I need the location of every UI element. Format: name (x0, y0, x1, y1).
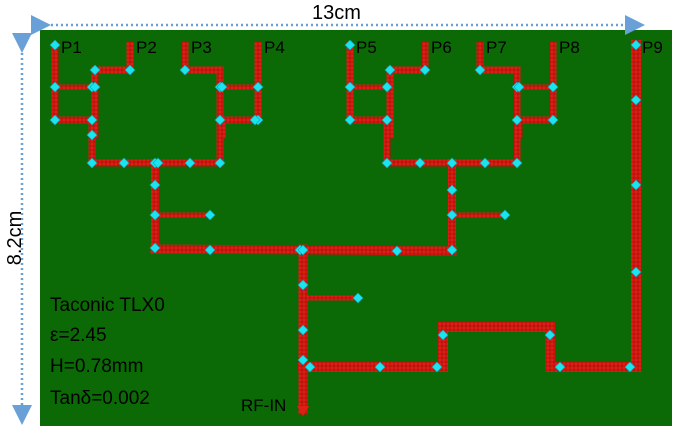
via-marker (630, 94, 642, 106)
port-label-p6: P6 (431, 38, 452, 57)
via-marker (297, 279, 309, 291)
via-marker (118, 157, 130, 169)
via-marker (437, 329, 449, 341)
via-marker (214, 157, 226, 169)
via-marker (446, 157, 458, 169)
port-label-p4: P4 (264, 38, 285, 57)
via-marker (381, 81, 393, 93)
trace-p6 (386, 41, 429, 139)
substrate-permittivity: ε=2.45 (50, 325, 107, 346)
via-marker (384, 64, 396, 76)
via-marker (431, 361, 443, 373)
port-label-p8: P8 (559, 38, 580, 57)
rf-in-label: RF-IN (241, 396, 287, 415)
height-dimension-label: 8.2cm (4, 210, 27, 266)
via-marker (149, 209, 161, 221)
via-marker (149, 179, 161, 191)
trace-p7 (476, 41, 521, 139)
trace-p2 (91, 41, 134, 139)
substrate-thickness: H=0.78mm (50, 356, 144, 377)
via-marker (419, 64, 431, 76)
via-marker (297, 354, 309, 366)
via-marker (49, 81, 61, 93)
via-marker (499, 209, 511, 221)
via-marker (204, 209, 216, 221)
port-label-p5: P5 (356, 38, 377, 57)
via-marker (513, 81, 525, 93)
via-marker (216, 81, 228, 93)
via-marker (381, 114, 393, 126)
via-marker (381, 157, 393, 169)
via-marker (630, 39, 642, 51)
via-marker (86, 114, 98, 126)
via-marker (630, 179, 642, 191)
via-marker (124, 64, 136, 76)
width-dimension-label: 13cm (312, 2, 361, 24)
via-marker (374, 361, 386, 373)
via-marker (554, 361, 566, 373)
via-marker (446, 244, 458, 256)
via-marker (252, 81, 264, 93)
trace-p3 (181, 41, 224, 139)
via-marker (149, 242, 161, 254)
via-marker (511, 157, 523, 169)
via-marker (152, 157, 164, 169)
via-marker (214, 114, 226, 126)
via-markers (49, 39, 642, 373)
port-label-p3: P3 (191, 38, 212, 57)
substrate-board (40, 30, 672, 426)
via-marker (184, 157, 196, 169)
via-marker (624, 361, 636, 373)
via-marker (474, 64, 486, 76)
via-marker (49, 114, 61, 126)
via-marker (297, 324, 309, 336)
via-marker (547, 81, 559, 93)
via-marker (86, 157, 98, 169)
via-marker (547, 114, 559, 126)
port-label-p2: P2 (136, 38, 157, 57)
via-marker (344, 39, 356, 51)
via-marker (89, 81, 101, 93)
via-marker (344, 114, 356, 126)
substrate-loss-tangent: Tanδ=0.002 (50, 388, 150, 409)
via-marker (414, 157, 426, 169)
substrate-material: Taconic TLX0 (50, 295, 165, 316)
via-marker (304, 361, 316, 373)
via-marker (86, 129, 98, 141)
via-marker (391, 245, 403, 257)
via-marker (479, 157, 491, 169)
via-marker (179, 64, 191, 76)
via-marker (49, 39, 61, 51)
via-marker (352, 292, 364, 304)
via-marker (297, 244, 309, 256)
port-label-p9: P9 (642, 38, 663, 57)
rf-in-arrow (297, 406, 309, 416)
via-marker (630, 266, 642, 278)
via-marker (544, 329, 556, 341)
port-label-p1: P1 (61, 38, 82, 57)
via-marker (204, 244, 216, 256)
via-marker (446, 209, 458, 221)
via-marker (511, 114, 523, 126)
via-marker (249, 114, 261, 126)
port-label-p7: P7 (486, 38, 507, 57)
via-marker (344, 81, 356, 93)
via-marker (89, 64, 101, 76)
via-marker (446, 184, 458, 196)
